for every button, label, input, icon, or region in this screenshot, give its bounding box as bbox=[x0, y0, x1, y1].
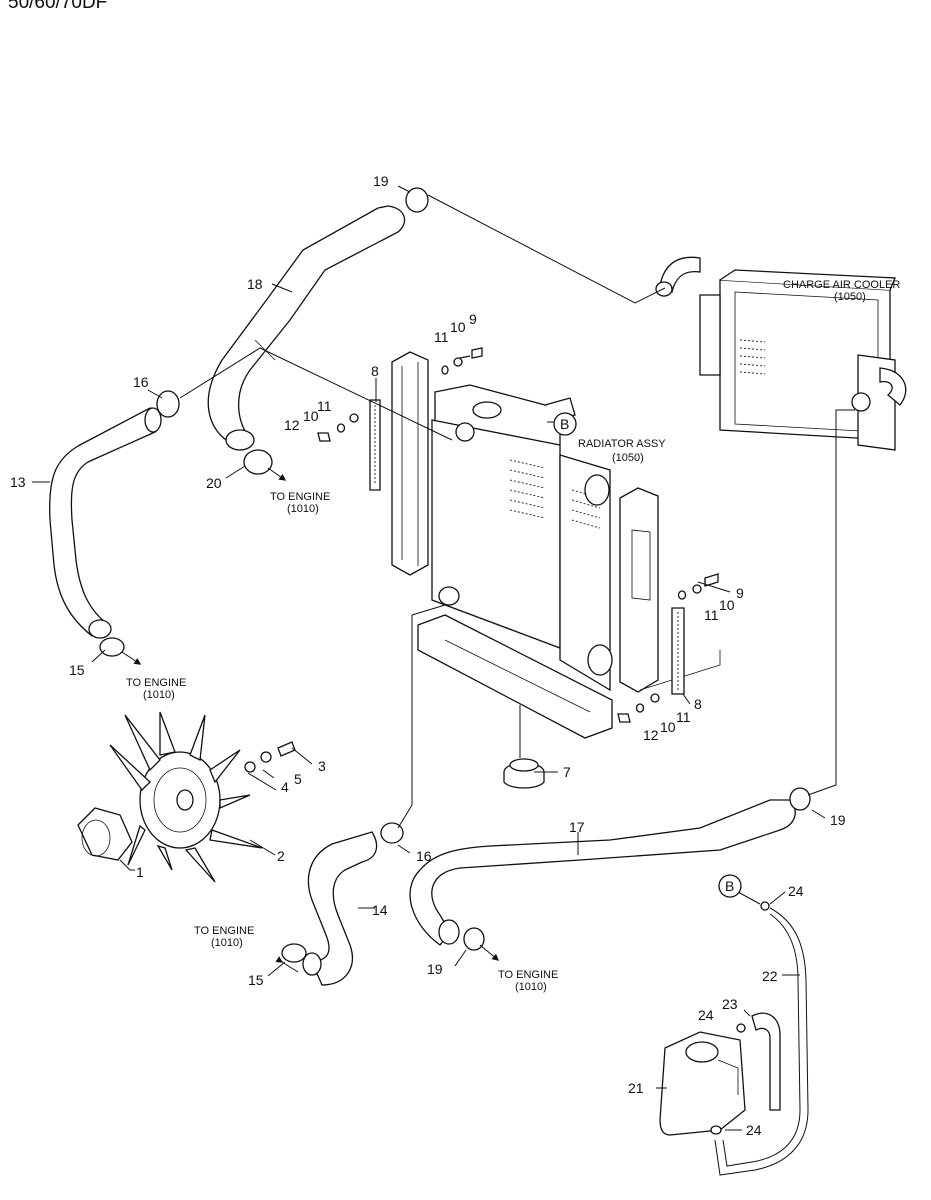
callout-15-lower: 15 bbox=[248, 972, 264, 988]
callout-16-lower: 16 bbox=[416, 848, 432, 864]
callout-2: 2 bbox=[277, 848, 285, 864]
callout-9-lower: 9 bbox=[736, 585, 744, 601]
callout-19-right: 19 bbox=[830, 812, 846, 828]
callout-1: 1 bbox=[136, 864, 144, 880]
label-to-engine-2: TO ENGINE bbox=[126, 677, 186, 689]
marker-b-tank-text: B bbox=[725, 878, 734, 894]
callout-19-lower: 19 bbox=[427, 961, 443, 977]
hose-17 bbox=[409, 799, 796, 946]
radiator-assy bbox=[391, 351, 659, 693]
callout-12-lower: 12 bbox=[643, 727, 659, 743]
callout-8-lower: 8 bbox=[694, 696, 702, 712]
fan-2 bbox=[109, 711, 263, 883]
fasteners bbox=[244, 347, 770, 1135]
label-charge-air-cooler: CHARGE AIR COOLER bbox=[783, 279, 900, 291]
callout-5: 5 bbox=[294, 771, 302, 787]
callout-12-left: 12 bbox=[284, 417, 300, 433]
callout-10-lower: 10 bbox=[660, 719, 676, 735]
callout-11-lower: 11 bbox=[676, 709, 691, 725]
label-to-engine-1: TO ENGINE bbox=[270, 491, 330, 503]
callout-18: 18 bbox=[247, 276, 263, 292]
label-to-engine-ref-2: (1010) bbox=[143, 689, 175, 701]
callout-10-right: 10 bbox=[719, 597, 735, 613]
hose-22 bbox=[714, 907, 809, 1176]
callout-20: 20 bbox=[206, 475, 222, 491]
callout-22: 22 bbox=[762, 968, 778, 984]
hose-13 bbox=[49, 407, 162, 639]
callout-15-upper: 15 bbox=[69, 662, 85, 678]
callout-11-left: 11 bbox=[317, 398, 332, 414]
callout-8-upper: 8 bbox=[371, 363, 379, 379]
callout-4: 4 bbox=[281, 779, 289, 795]
callout-17: 17 bbox=[569, 819, 585, 835]
model-title: 50/60/70DF bbox=[8, 0, 108, 13]
hose-23 bbox=[751, 1012, 781, 1111]
label-to-engine-ref-4: (1010) bbox=[515, 981, 547, 993]
label-to-engine-3: TO ENGINE bbox=[194, 925, 254, 937]
label-to-engine-4: TO ENGINE bbox=[498, 969, 558, 981]
callout-11-upper: 11 bbox=[434, 329, 449, 345]
callout-11-right: 11 bbox=[704, 607, 719, 623]
callout-10-left: 10 bbox=[303, 408, 319, 424]
callout-23: 23 bbox=[722, 996, 738, 1012]
callout-13: 13 bbox=[10, 474, 26, 490]
clamps bbox=[99, 187, 811, 963]
strap-8 bbox=[369, 399, 685, 695]
callout-16-upper: 16 bbox=[133, 374, 149, 390]
callout-10-upper: 10 bbox=[450, 319, 466, 335]
fan-spacer-1 bbox=[77, 807, 133, 861]
callout-numbers: 1 2 3 4 5 7 8 8 9 9 10 10 10 10 11 11 11… bbox=[10, 173, 846, 1138]
callout-24-top: 24 bbox=[788, 883, 804, 899]
leader-lines bbox=[32, 185, 855, 1131]
coolant-tank-21 bbox=[659, 1031, 746, 1136]
hose-14 bbox=[302, 831, 378, 986]
label-to-engine-ref-3: (1010) bbox=[211, 937, 243, 949]
callout-24-bottom: 24 bbox=[746, 1122, 762, 1138]
label-to-engine-ref-1: (1010) bbox=[287, 503, 319, 515]
callout-7: 7 bbox=[563, 764, 571, 780]
callout-19-top: 19 bbox=[373, 173, 389, 189]
label-radiator-assy: RADIATOR ASSY bbox=[578, 438, 666, 450]
marker-b-radiator-text: B bbox=[560, 416, 569, 432]
hose-18 bbox=[207, 205, 406, 451]
callout-24-middle: 24 bbox=[698, 1007, 714, 1023]
marker-b-tank: B bbox=[718, 874, 742, 898]
charge-air-cooler bbox=[655, 256, 907, 451]
callout-14: 14 bbox=[372, 902, 388, 918]
mount-7 bbox=[503, 758, 545, 789]
marker-b-radiator: B bbox=[553, 412, 577, 436]
callout-9-upper: 9 bbox=[469, 311, 477, 327]
callout-3: 3 bbox=[318, 758, 326, 774]
callout-21: 21 bbox=[628, 1080, 644, 1096]
label-charge-air-cooler-ref: (1050) bbox=[834, 291, 866, 303]
label-radiator-assy-ref: (1050) bbox=[612, 452, 644, 464]
